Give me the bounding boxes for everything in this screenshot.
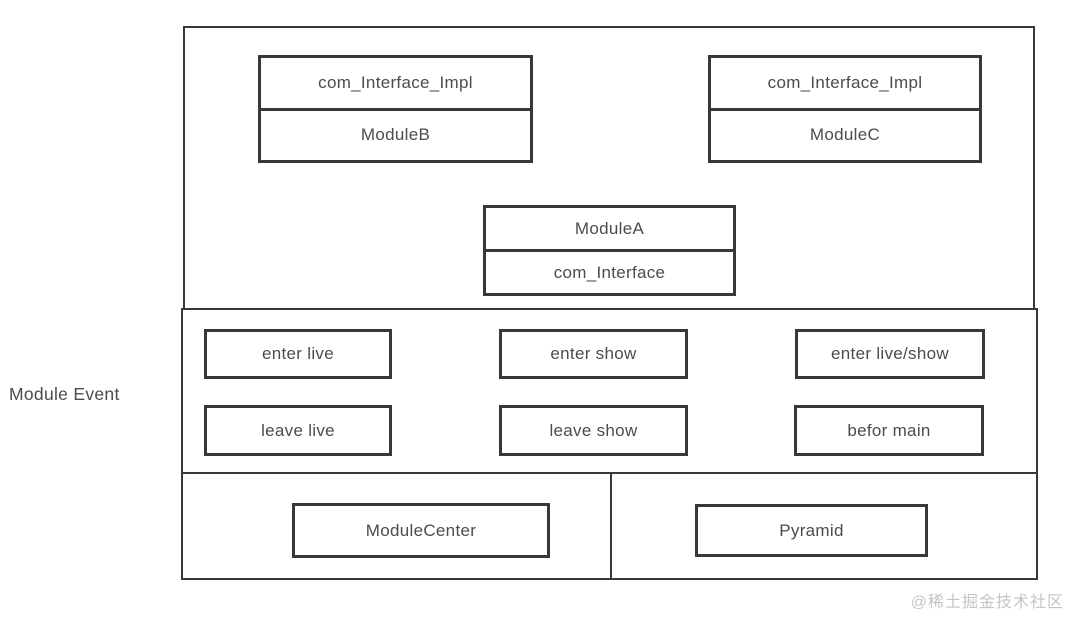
- pyramid-box: Pyramid: [695, 504, 928, 557]
- watermark-text: @稀土掘金技术社区: [910, 594, 1064, 611]
- module-a-interface-label: com_Interface: [553, 262, 666, 282]
- event-box-enter-show: enter show: [499, 329, 688, 379]
- module-b-box: com_Interface_Impl ModuleB: [258, 55, 533, 163]
- core-layer-divider: [610, 474, 612, 578]
- event-box-leave-live: leave live: [204, 405, 392, 456]
- event-layer-box: enter live enter show enter live/show le…: [181, 308, 1038, 474]
- event-box-enter-live: enter live: [204, 329, 392, 379]
- module-a-name-label: ModuleA: [486, 208, 733, 252]
- event-box-enter-live-show: enter live/show: [795, 329, 985, 379]
- module-c-name-label: ModuleC: [809, 125, 881, 145]
- interface-layer-box: com_Interface_Impl ModuleB com_Interface…: [183, 26, 1035, 310]
- module-c-interface-label: com_Interface_Impl: [711, 58, 979, 111]
- core-layer-box: ModuleCenter Pyramid: [181, 472, 1038, 580]
- event-box-befor-main: befor main: [794, 405, 984, 456]
- module-c-box: com_Interface_Impl ModuleC: [708, 55, 982, 163]
- module-a-box: ModuleA com_Interface: [483, 205, 736, 296]
- module-b-interface-label: com_Interface_Impl: [261, 58, 530, 111]
- module-center-box: ModuleCenter: [292, 503, 550, 558]
- event-box-leave-show: leave show: [499, 405, 688, 456]
- module-event-label: Module Event: [9, 384, 120, 404]
- module-b-name-label: ModuleB: [360, 125, 431, 145]
